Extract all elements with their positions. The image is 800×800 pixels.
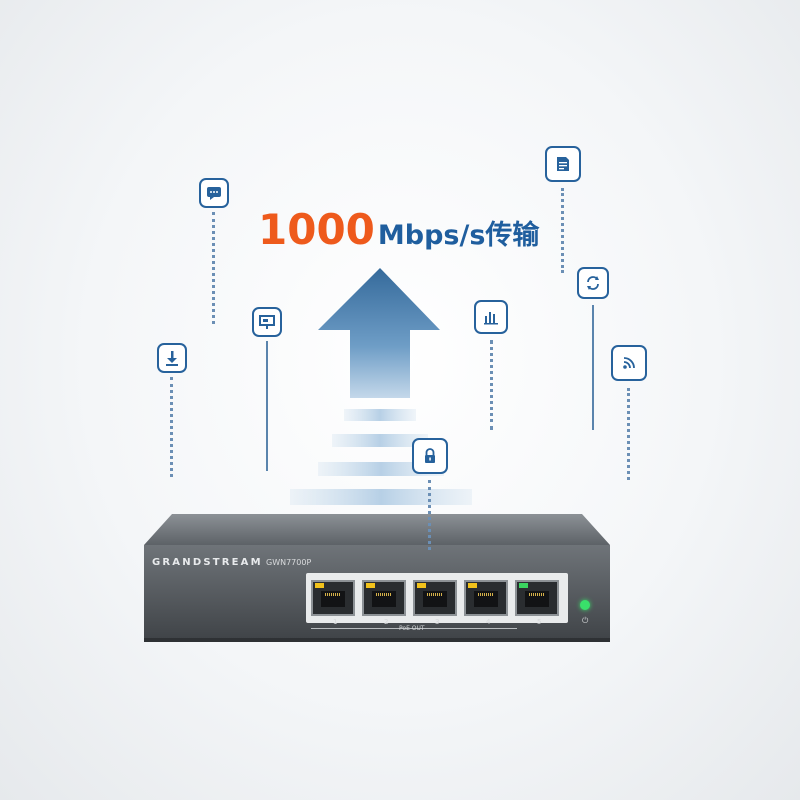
port-led [315,583,324,588]
bar-chart-icon [474,300,508,334]
ethernet-port-4 [464,580,508,616]
lock-connector [428,480,434,550]
port-led [366,583,375,588]
document-icon [545,146,581,182]
port-led [417,583,426,588]
port-number: 5 [537,618,542,626]
lock-icon [412,438,448,474]
power-led [580,600,590,610]
sync-icon [577,267,609,299]
speed-number: 1000 [258,205,375,254]
brand-label: GRANDSTREAM [152,557,263,568]
poe-divider [311,628,517,629]
wifi-connector [627,388,633,480]
model-label: GWN7700P [266,558,312,567]
download-connector [170,377,176,477]
ethernet-port-5 [515,580,559,616]
document-connector [561,188,567,273]
port-led [468,583,477,588]
ethernet-port-1 [311,580,355,616]
speed-headline: 1000 Mbps/s传输 [258,205,539,261]
bar-chart-connector [490,340,496,430]
ethernet-port-3 [413,580,457,616]
power-icon: ⏻ [582,616,589,625]
port-number: 3 [435,618,440,626]
port-number: 1 [333,618,338,626]
ethernet-port-2 [362,580,406,616]
chat-connector [212,212,218,324]
port-led [519,583,528,588]
chat-icon [199,178,229,208]
presentation-connector [266,341,268,471]
download-icon [157,343,187,373]
upload-arrow [318,268,440,398]
presentation-icon [252,307,282,337]
port-number: 4 [486,618,491,626]
wifi-icon [611,345,647,381]
sync-connector [592,305,594,430]
port-number: 2 [384,618,389,626]
poe-out-label: PoE OUT [399,625,425,632]
speed-unit: Mbps/s传输 [377,220,540,251]
